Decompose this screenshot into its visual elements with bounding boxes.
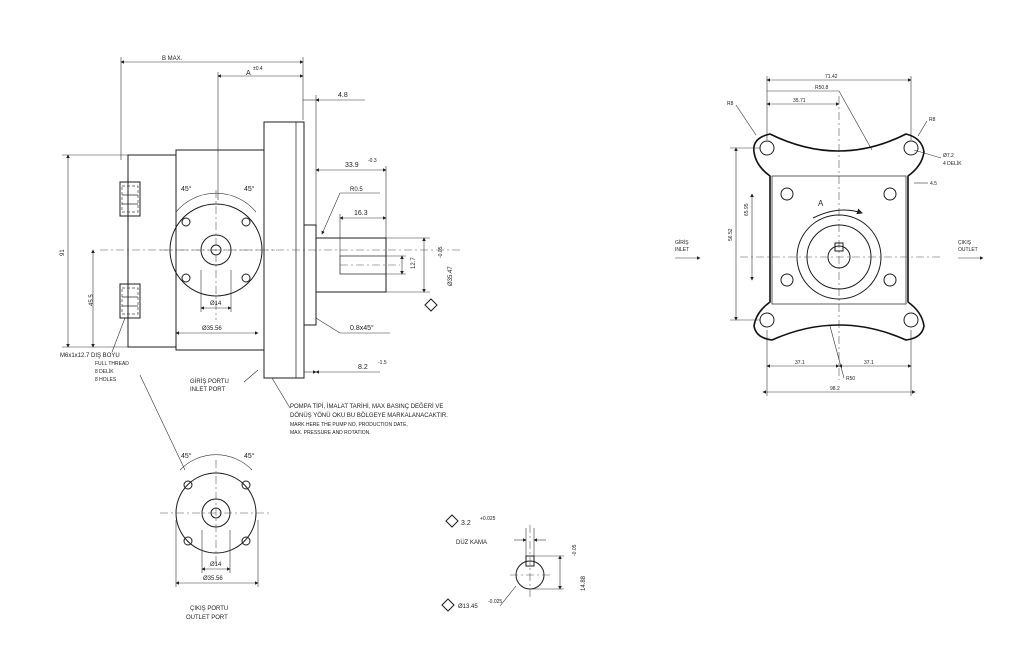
flange-height-65-95: 65.95	[744, 203, 750, 216]
dim-8-2-tol: -1.5	[378, 360, 387, 366]
dim-16-3: 16.3	[354, 210, 368, 217]
key-height: 14.88	[581, 575, 587, 591]
dim-12-7: 12.7	[411, 257, 417, 269]
mark-note-en-1: MARK HERE THE PUMP NO, PRODUCTION DATE,	[290, 422, 408, 428]
mark-note-en-2: MAX. PRESSURE AND ROTATION.	[290, 430, 371, 436]
flange-35-71: 35.71	[793, 98, 806, 104]
flange-bottom-total: 98.2	[830, 386, 840, 392]
port-dia: Ø35.56	[202, 326, 222, 332]
outlet-port-en: OUTLET PORT	[186, 615, 228, 621]
thread-note-4: 8 HOLES	[95, 377, 117, 383]
inlet-port-en: INLET PORT	[190, 387, 225, 393]
flange-outline	[753, 133, 925, 341]
dim-a-tol: ±0.4	[253, 66, 263, 72]
key-title: DÜZ KAMA	[456, 539, 487, 546]
thread-note-1: M6x1x12.7 DIŞ BOYU	[60, 353, 120, 359]
flange-outlet-tr: ÇIKIŞ	[958, 240, 972, 246]
key-detail: 3.2 +0.025 DÜZ KAMA 14.88 -0.05 Ø13.45 -…	[441, 514, 587, 612]
flange-r50: R50	[846, 376, 855, 382]
pilot	[303, 224, 317, 326]
rotation-label: A	[818, 199, 824, 208]
flange-bottom-left: 37.1	[795, 360, 805, 366]
left-height: 91	[60, 249, 66, 256]
outlet-port-tr: ÇIKIŞ PORTU	[190, 606, 228, 612]
dim-chamfer: 0.8x45°	[350, 324, 374, 332]
dim-33-9-tol: -0.3	[368, 158, 377, 164]
flange-hole-count: 4 DELİK	[943, 160, 962, 167]
outlet-angle-right: 45°	[244, 452, 255, 460]
flange-inlet-en: INLET	[675, 247, 689, 253]
dim-45-5: 45.5	[89, 294, 95, 306]
angle-right: 45°	[244, 185, 255, 193]
key-height-tol: -0.05	[572, 544, 578, 556]
bolt-spacing: Ø14	[210, 301, 222, 307]
flange-height-56-52: 56.52	[728, 228, 734, 241]
flange-inlet-tr: GİRİŞ	[675, 239, 689, 246]
key-tol: +0.025	[480, 516, 496, 522]
outlet-port-dia: Ø35.56	[203, 576, 223, 582]
mark-note-tr-1: POMPA TİPİ, İMALAT TARİHİ, MAX BASINÇ DE…	[290, 403, 443, 410]
thread-note-3: 8 DELİK	[95, 368, 114, 375]
key-dia-tol: -0.025	[488, 599, 502, 605]
dim-4-8: 4.8	[338, 92, 348, 99]
flange-top-width: 71.42	[825, 74, 838, 80]
flange-r8-left: R8	[727, 101, 734, 107]
outlet-angle-left: 45°	[181, 452, 192, 460]
dim-shaft-tol: -0.05	[438, 246, 444, 258]
key-dia: Ø13.45	[458, 604, 478, 610]
front-view: B MAX. A ±0.4 4.8 45° 45° Ø14	[60, 56, 460, 471]
dim-r0-5: R0.5	[350, 187, 363, 193]
flange-r8-right: R8	[929, 117, 936, 123]
mark-note-tr-2: DÖNÜŞ YÖNÜ OKU BU BÖLGEYE MARKALANACAKTI…	[290, 412, 448, 419]
flange-bottom-right: 37.1	[864, 360, 874, 366]
dim-b-max: B MAX.	[162, 56, 183, 62]
thread-note-2: FULL THREAD	[95, 361, 129, 367]
dim-33-9: 33.9	[345, 162, 359, 169]
outlet-bolt-spacing: Ø14	[210, 562, 222, 568]
angle-left: 45°	[181, 185, 192, 193]
flange-view: 71.42 R50.8 35.71 R8 R8 Ø7.2 4 DELİK 4.5	[675, 74, 984, 396]
dim-8-2: 8.2	[358, 364, 368, 371]
flange-4-5: 4.5	[930, 181, 937, 187]
dim-a: A	[246, 70, 251, 77]
flange-hole-dia: Ø7.2	[943, 153, 954, 159]
flange-outlet-en: OUTLET	[958, 247, 978, 253]
outlet-port-view: 45° 45° Ø14 Ø35.56 ÇIKIŞ PORTU OUTLET PO…	[160, 452, 272, 621]
inlet-port-tr: GİRİŞ PORTU	[190, 378, 229, 385]
dim-shaft: Ø35.47	[448, 266, 454, 286]
key-size: 3.2	[461, 520, 471, 527]
flange-r50-8: R50.8	[815, 85, 829, 91]
